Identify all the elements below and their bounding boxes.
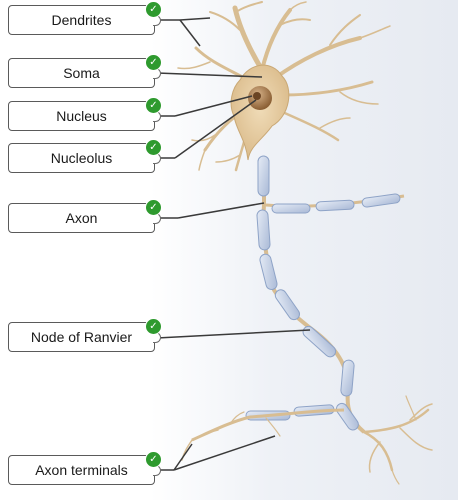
- myelin-sheaths: [245, 155, 401, 431]
- nucleolus-shape: [253, 92, 261, 100]
- label-nucleolus[interactable]: Nucleolus ✓: [8, 139, 162, 173]
- dendrites-branches: [177, 1, 391, 172]
- label-nucleolus-text: Nucleolus: [50, 150, 113, 166]
- label-axon-text: Axon: [65, 210, 98, 226]
- label-nucleus-text: Nucleus: [56, 108, 107, 124]
- label-node-of-ranvier-text: Node of Ranvier: [30, 329, 133, 345]
- label-axon[interactable]: Axon ✓: [8, 199, 162, 233]
- label-dendrites[interactable]: Dendrites ✓: [8, 1, 162, 35]
- check-icon: ✓: [145, 97, 162, 114]
- soma-body: [230, 64, 290, 161]
- diagram-background: [150, 0, 458, 500]
- label-axon-terminals-text: Axon terminals: [35, 462, 128, 478]
- label-node-of-ranvier[interactable]: Node of Ranvier ✓: [8, 318, 162, 352]
- check-icon: ✓: [145, 54, 162, 71]
- label-dendrites-text: Dendrites: [51, 12, 112, 28]
- check-icon: ✓: [145, 139, 162, 156]
- check-icon: ✓: [145, 199, 162, 216]
- label-soma[interactable]: Soma ✓: [8, 54, 162, 88]
- label-axon-terminals[interactable]: Axon terminals ✓: [8, 451, 162, 485]
- label-nucleus[interactable]: Nucleus ✓: [8, 97, 162, 131]
- check-icon: ✓: [145, 451, 162, 468]
- check-icon: ✓: [145, 1, 162, 18]
- label-soma-text: Soma: [63, 65, 100, 81]
- check-icon: ✓: [145, 318, 162, 335]
